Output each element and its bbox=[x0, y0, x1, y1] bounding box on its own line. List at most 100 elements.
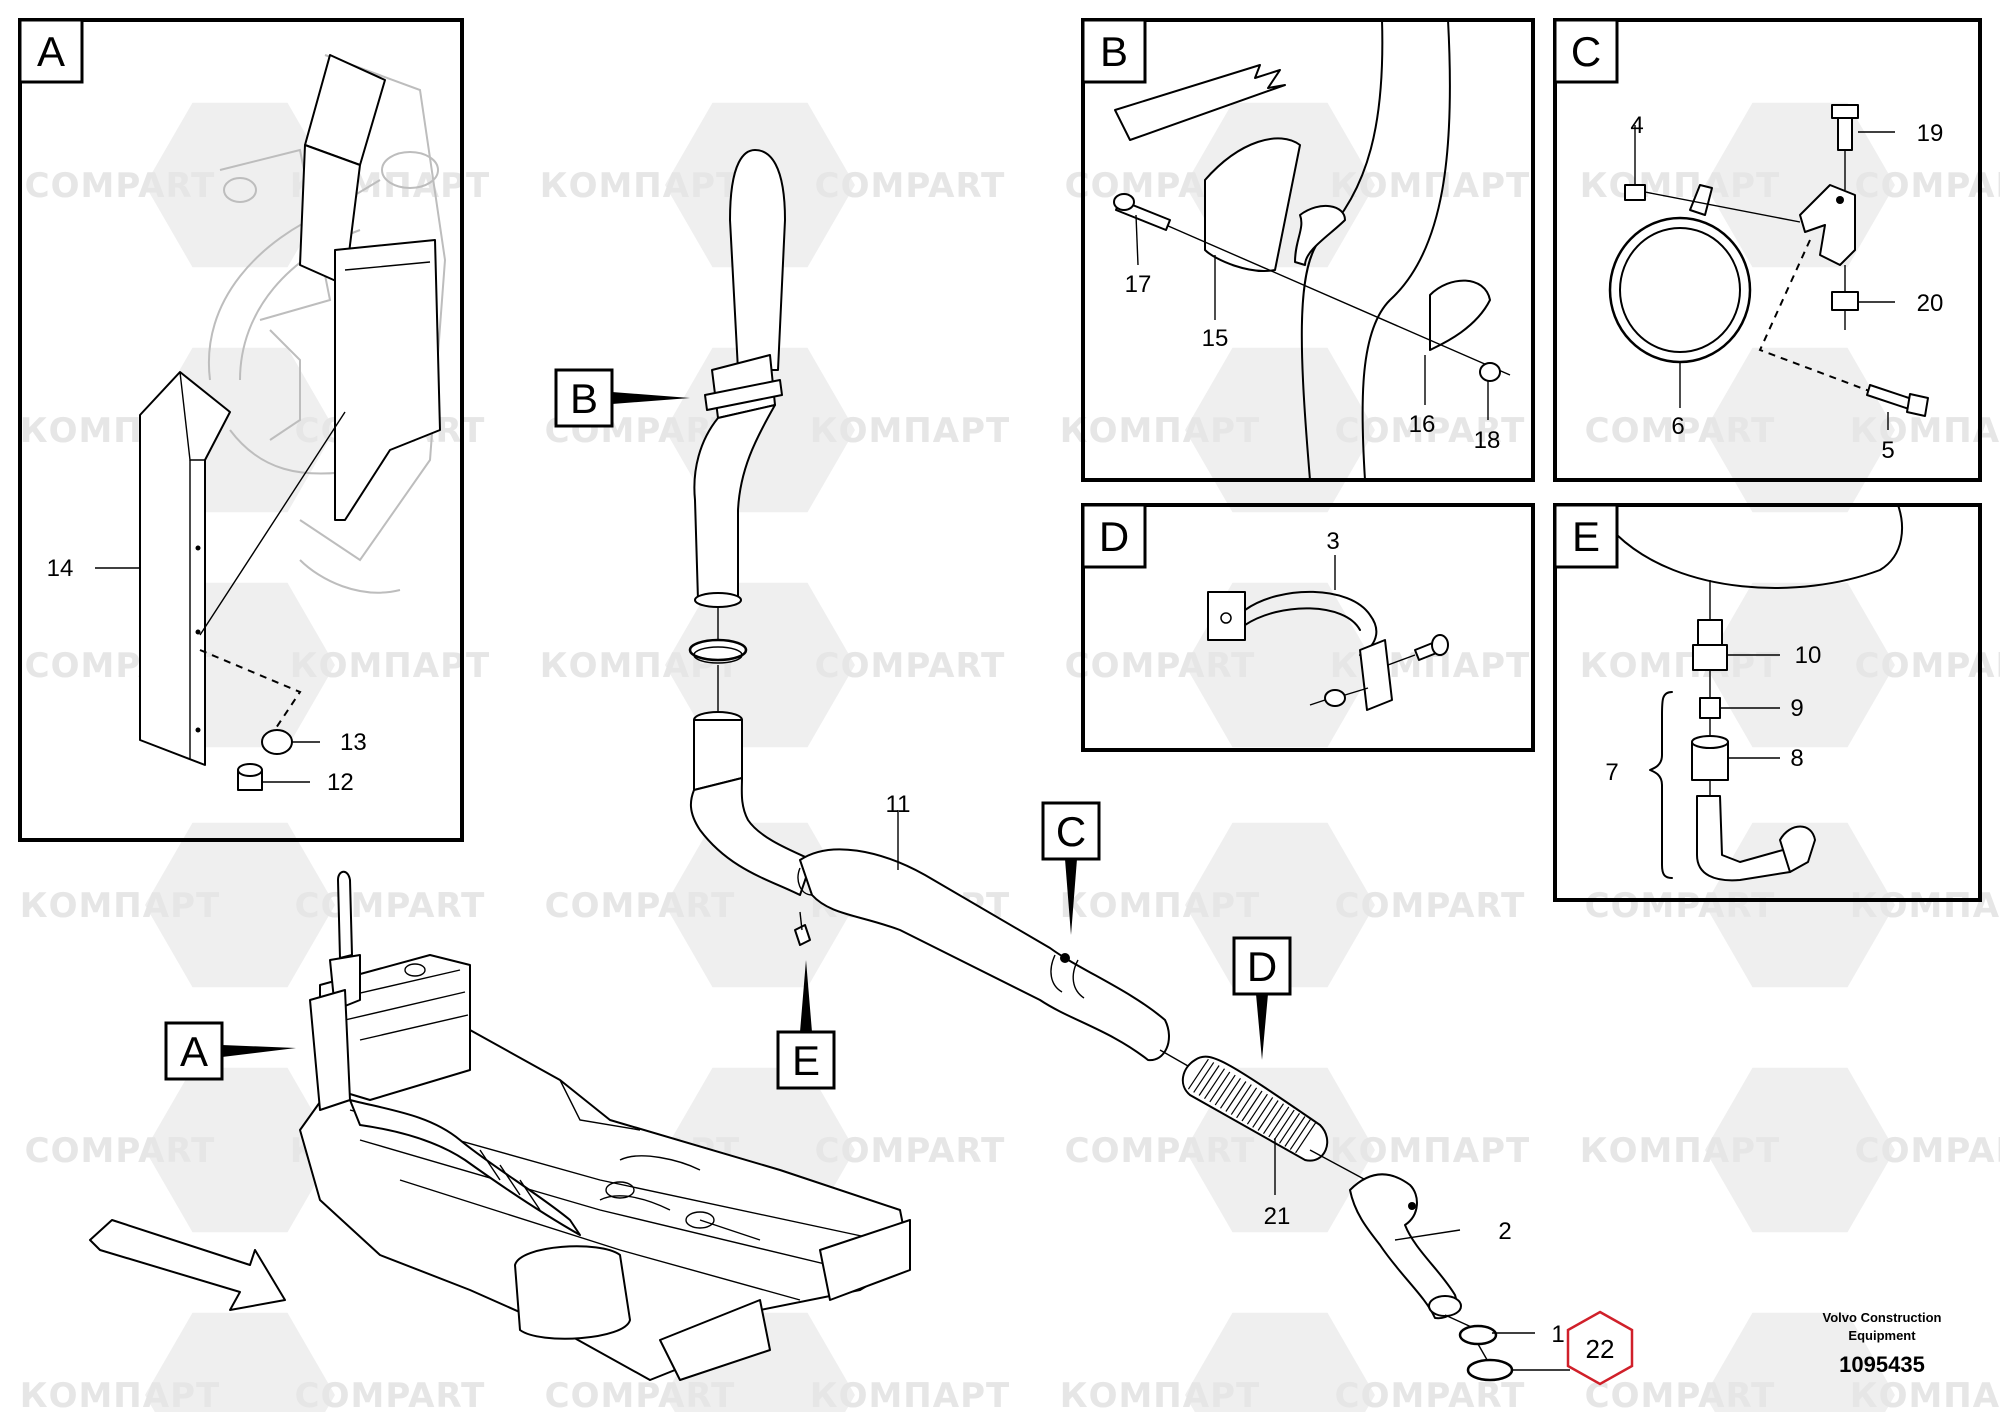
watermark-text: COMPART bbox=[295, 886, 486, 926]
part-number-11: 11 bbox=[886, 791, 911, 818]
watermark-hexagon bbox=[1705, 1312, 1895, 1412]
panel-a-label: A bbox=[37, 28, 65, 75]
view-arrow-b bbox=[612, 392, 690, 404]
heat-shield-housing bbox=[334, 239, 441, 521]
clamp-15 bbox=[1204, 137, 1301, 272]
part-number-18: 18 bbox=[1474, 427, 1501, 454]
part-number-17: 17 bbox=[1125, 271, 1152, 298]
part-number-12: 12 bbox=[327, 769, 354, 796]
watermark-text: COMPART bbox=[1065, 646, 1256, 686]
watermark-hexagon bbox=[145, 822, 335, 988]
fitting-10 bbox=[1697, 619, 1723, 646]
flex-pipe-rib bbox=[1204, 1068, 1225, 1100]
watermark-text: COMPART bbox=[1855, 1131, 2000, 1171]
part-number-15: 15 bbox=[1202, 325, 1229, 352]
watermark-text: COMPART bbox=[25, 166, 216, 206]
part-number-6: 6 bbox=[1671, 413, 1684, 440]
exhaust-pipe-upper bbox=[693, 404, 776, 601]
flex-pipe-rib bbox=[1273, 1109, 1295, 1141]
direction-arrow-overview bbox=[89, 1219, 286, 1311]
document-number: 1095435 bbox=[1839, 1352, 1925, 1377]
watermark-hexagon bbox=[145, 1067, 335, 1233]
panel-d-label-box bbox=[1081, 503, 1147, 569]
watermark-hexagon bbox=[1705, 582, 1895, 748]
watermark-text: КОМПАРТ bbox=[1060, 411, 1260, 451]
watermark-text: COMPART bbox=[1585, 886, 1776, 926]
panel-b-frame bbox=[1081, 18, 1535, 482]
panel-e-label: E bbox=[1572, 513, 1600, 560]
view-tag-b: B bbox=[570, 375, 598, 422]
clamp-1 bbox=[1458, 1324, 1498, 1346]
watermark-text: COMPART bbox=[1335, 411, 1526, 451]
part-number-7: 7 bbox=[1605, 759, 1618, 786]
watermark-text: COMPART bbox=[1335, 1376, 1526, 1412]
part-number-21: 21 bbox=[1264, 1203, 1291, 1230]
nut-20 bbox=[1831, 291, 1859, 311]
flex-pipe-rib bbox=[1268, 1106, 1290, 1138]
watermark-text: КОМПАРТ bbox=[1330, 166, 1530, 206]
flex-pipe-rib bbox=[1193, 1062, 1215, 1093]
view-tag-c: C bbox=[1056, 808, 1086, 855]
watermark-text: КОМПАРТ bbox=[1580, 646, 1780, 686]
flex-pipe-rib bbox=[1230, 1084, 1252, 1115]
part-number-3: 3 bbox=[1326, 528, 1339, 555]
flex-pipe-rib bbox=[1241, 1090, 1263, 1122]
panel-a-frame bbox=[18, 18, 464, 842]
watermark-hexagon bbox=[665, 582, 855, 748]
view-tag-a: A bbox=[180, 1028, 208, 1075]
flex-pipe-21 bbox=[1181, 1055, 1329, 1162]
panel-d-frame bbox=[1081, 503, 1535, 752]
view-tag-b-box bbox=[554, 368, 614, 428]
watermark-text: КОМПАРТ bbox=[1330, 1131, 1530, 1171]
watermark-text: COMPART bbox=[545, 1376, 736, 1412]
watermark-text: КОМПАРТ bbox=[1580, 166, 1780, 206]
panel-e-label-box bbox=[1553, 503, 1619, 569]
watermark-text: КОМПАРТ bbox=[1580, 1131, 1780, 1171]
flex-pipe-rib bbox=[1252, 1097, 1274, 1128]
overview-tailpipe bbox=[337, 870, 353, 959]
watermark-text: КОМПАРТ bbox=[20, 1376, 220, 1412]
part-number-13: 13 bbox=[340, 729, 367, 756]
flex-pipe-rib bbox=[1289, 1119, 1311, 1150]
watermark-hexagon bbox=[1185, 347, 1375, 513]
detail-panel-b: B 17 15 16 18 bbox=[1081, 18, 1535, 482]
view-arrow-c bbox=[1065, 859, 1077, 935]
overview-exhaust-run bbox=[349, 1099, 581, 1236]
flex-pipe-ribs bbox=[1187, 1058, 1317, 1154]
watermark-text: COMPART bbox=[545, 886, 736, 926]
flex-pipe-rib bbox=[1284, 1116, 1306, 1147]
watermark-hexagon bbox=[1185, 1312, 1375, 1412]
flex-pipe-rib bbox=[1187, 1058, 1209, 1090]
watermark-text: COMPART bbox=[815, 166, 1006, 206]
part-number-9: 9 bbox=[1790, 695, 1803, 722]
watermark-hexagon bbox=[145, 102, 335, 268]
view-tag-c-box bbox=[1041, 801, 1101, 861]
exhaust-pipe-11 bbox=[799, 848, 1170, 1062]
watermark-text: КОМПАРТ bbox=[540, 166, 740, 206]
bent-pipe-7 bbox=[1696, 795, 1791, 882]
ferrule-9 bbox=[1699, 697, 1721, 719]
panel-d-label: D bbox=[1099, 513, 1129, 560]
watermark-text: КОМПАРТ bbox=[290, 646, 490, 686]
watermark-text: КОМПАРТ bbox=[810, 411, 1010, 451]
nut-4 bbox=[1624, 184, 1646, 201]
view-tag-a-box bbox=[164, 1021, 224, 1081]
view-tag-e-box bbox=[776, 1030, 836, 1090]
watermark-text: КОМПАРТ bbox=[1060, 1376, 1260, 1412]
gasket-22 bbox=[1466, 1358, 1514, 1382]
part-number-4: 4 bbox=[1630, 112, 1643, 139]
part-number-2: 2 bbox=[1498, 1218, 1511, 1245]
flex-pipe-rib bbox=[1198, 1065, 1220, 1096]
watermark-text: КОМПАРТ bbox=[810, 1376, 1010, 1412]
panel-b-label-box bbox=[1081, 18, 1147, 84]
view-arrow-d bbox=[1256, 994, 1268, 1060]
tailpipe bbox=[729, 149, 786, 371]
main-exhaust-assembly: 11 21 2 1 22 bbox=[688, 149, 1634, 1386]
flex-pipe-rib bbox=[1220, 1077, 1241, 1109]
detail-panel-e: E 10 9 8 7 bbox=[1553, 503, 1982, 902]
watermark-text: КОМПАРТ bbox=[1850, 886, 2000, 926]
panel-a-label-box bbox=[18, 18, 84, 84]
machine-frame-overview bbox=[89, 870, 911, 1381]
watermark-text: COMPART bbox=[815, 646, 1006, 686]
